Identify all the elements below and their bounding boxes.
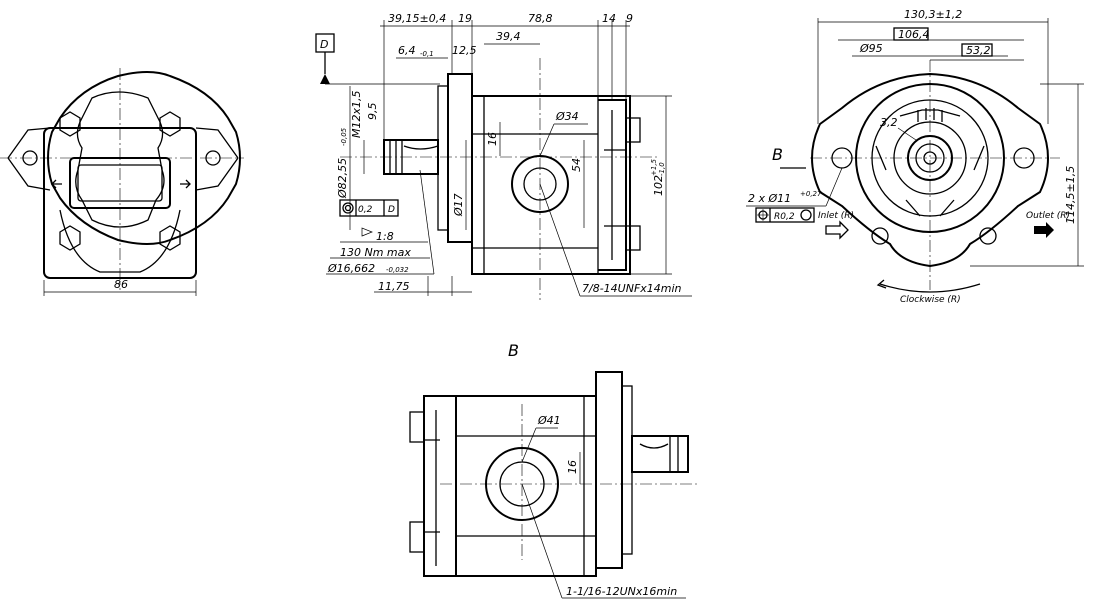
geo-tol-frame (339, 199, 399, 217)
bottom-shaft (631, 435, 689, 473)
bottom-pilot (621, 385, 633, 555)
rear-dim-130-3: 130,3±1,2 (904, 8, 962, 21)
outlet-arrow-icon (1034, 222, 1054, 238)
dim-19: 19 (458, 12, 472, 25)
front-arrow-left-icon (51, 179, 62, 189)
geo-tol-value: 0,2 (358, 205, 373, 215)
dim-thread-m12: M12x1,5 (350, 91, 363, 139)
concentricity-icon (342, 202, 354, 214)
dim-6-4: 6,4 (398, 44, 416, 57)
dim-82-55: Ø82,55 (336, 158, 349, 199)
datum-label: D (320, 38, 328, 51)
front-arrow-right-icon (180, 179, 191, 189)
rear-view: 130,3±1,2 106,4 Ø95 53,2 3,2 B 2 x Ø11 +… (746, 8, 1084, 305)
rear-outlet-label: Outlet (R) (1026, 211, 1070, 221)
dim-16-662: Ø16,662 (327, 262, 375, 275)
dim-taper: 1:8 (376, 230, 394, 243)
dim-16: 16 (486, 132, 499, 146)
bottom-view-title: B (508, 341, 519, 360)
bottom-dim-41: Ø41 (537, 414, 561, 427)
bottom-bolt-top (409, 411, 425, 443)
dim-102-tol-top: +1,5 (650, 158, 658, 176)
side-bolt-bottom (625, 225, 641, 251)
rear-dim-3-2: 3,2 (880, 116, 898, 129)
datum-triangle-icon (320, 74, 330, 84)
side-view: D 39,15±0,4 19 (315, 12, 692, 300)
side-bolt-top (625, 117, 641, 143)
front-view: 86 (0, 68, 244, 296)
rear-section-label: B (772, 145, 783, 164)
dim-9: 9 (626, 12, 633, 25)
front-bolt-bottom-left (59, 225, 81, 251)
front-dim-width: 86 (114, 278, 128, 291)
dim-9-5: 9,5 (366, 103, 379, 121)
dim-torque: 130 Nm max (340, 246, 411, 259)
rear-bolt-hole-right (979, 227, 997, 245)
rotation-arrow-icon (876, 279, 887, 289)
dim-54: 54 (570, 158, 583, 172)
dim-11-75: 11,75 (378, 280, 410, 293)
bottom-body (455, 395, 597, 577)
dim-14: 14 (602, 12, 616, 25)
bottom-rear-cover (423, 395, 457, 577)
rear-bolt-hole-left (871, 227, 889, 245)
dim-102-tol-bot: -1,0 (658, 162, 666, 176)
rear-dim-53-2-box (961, 43, 993, 57)
dim-39-4: 39,4 (496, 30, 521, 43)
front-bolt-bottom-right (159, 225, 181, 251)
side-body (471, 95, 631, 275)
mmc-icon (800, 209, 812, 221)
rear-dim-114-5: 114,5±1,5 (1064, 166, 1077, 224)
bottom-flange (595, 371, 623, 569)
rear-flange-outline (811, 72, 1049, 268)
bottom-view: B Ø41 16 1-1/16-12UNx16min (409, 341, 700, 599)
dim-39-15: 39,15±0,4 (388, 12, 446, 25)
rear-dim-106-4-box (893, 27, 929, 41)
bottom-port-thread: 1-1/16-12UNx16min (566, 585, 677, 598)
front-bolt-top-right (159, 111, 181, 137)
side-port-thread: 7/8-14UNFx14min (582, 282, 682, 295)
front-flange-left (7, 127, 51, 191)
bottom-dim-16: 16 (566, 460, 579, 474)
dim-82-55-tol: -0,05 (340, 127, 348, 146)
rear-inlet-label: Inlet (R) (818, 211, 854, 221)
rear-dim-53-2: 53,2 (966, 44, 991, 57)
dim-34: Ø34 (555, 110, 579, 123)
dim-16-662-tol: -0,032 (386, 266, 409, 274)
dim-17: Ø17 (452, 193, 465, 217)
rear-dim-106-4: 106,4 (898, 28, 930, 41)
dim-12-5: 12,5 (452, 44, 477, 57)
rear-dim-holes: 2 x Ø11 (748, 192, 791, 205)
geo-tol-ref: D (388, 205, 395, 215)
front-bolt-top-left (59, 111, 81, 137)
dim-78-8: 78,8 (528, 12, 553, 25)
rear-pos-tol: R0,2 (774, 212, 795, 222)
taper-icon (361, 227, 373, 237)
rear-rotation-label: Clockwise (R) (900, 295, 961, 305)
front-flange-right (195, 127, 239, 191)
bottom-bolt-bottom (409, 521, 425, 553)
dim-102: 102 (652, 175, 665, 196)
front-flange-outline (47, 71, 241, 245)
inlet-arrow-icon (825, 220, 849, 240)
rear-dim-holes-tol: +0,27 (800, 190, 822, 198)
rear-dim-95: Ø95 (859, 42, 883, 55)
rear-pos-tol-frame (755, 207, 815, 223)
rotation-arc (879, 283, 981, 293)
dim-6-4-tol: -0,1 (420, 50, 434, 58)
side-pilot (437, 85, 449, 231)
